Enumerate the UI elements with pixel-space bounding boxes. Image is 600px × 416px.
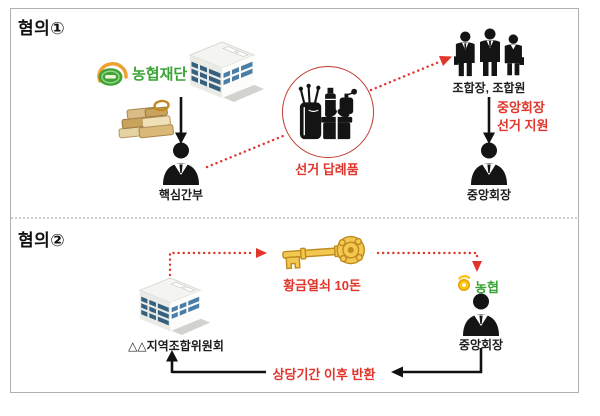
golden-key-label: 황금열쇠 10돈: [283, 278, 361, 293]
chairman-person-icon: [467, 141, 511, 185]
return-note: 상당기간 이후 반환: [272, 367, 376, 382]
chairman-person-icon-2: [459, 292, 503, 336]
support-note-line1: 중앙회장: [497, 100, 545, 115]
gift-set-icon: [298, 83, 358, 140]
golden-key-icon: [279, 235, 367, 273]
foundation-emblem-icon: [93, 56, 131, 90]
gift-circle-label: 선거 답례품: [295, 162, 359, 177]
members-label: 조합장, 조합원: [452, 81, 526, 95]
committee-building-icon: [136, 276, 212, 337]
foundation-logo-text: 농협재단: [132, 66, 188, 83]
gift-circle: [282, 66, 374, 158]
nh-logo-text: 농협: [475, 280, 499, 295]
key-executive-person-icon: [159, 141, 203, 185]
people-group-icon: [454, 28, 524, 78]
section1-title: 혐의①: [18, 19, 66, 38]
committee-label: △△지역조합위원회: [128, 339, 224, 353]
section2-title: 혐의②: [18, 231, 66, 250]
chairman-label-2: 중앙회장: [458, 338, 504, 352]
office-building-icon: [186, 40, 266, 104]
key-executive-label: 핵심간부: [158, 188, 204, 202]
support-note: 중앙회장 선거 지원: [497, 99, 548, 134]
nh-mark-icon: [456, 274, 472, 292]
chairman-label-1: 중앙회장: [466, 188, 512, 202]
money-stack-icon: [112, 96, 184, 144]
support-note-line2: 선거 지원: [497, 117, 549, 133]
